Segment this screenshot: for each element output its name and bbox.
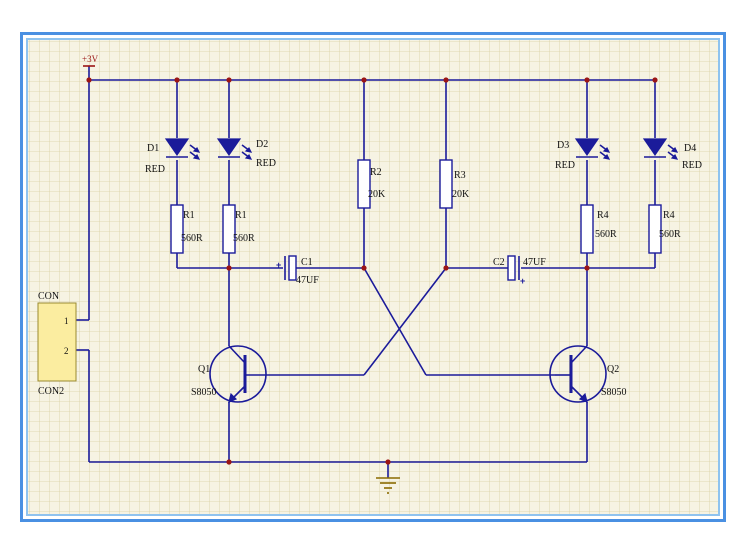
junction-nodes: [86, 77, 658, 465]
capacitor-c1-ref: C1: [301, 257, 313, 268]
connector-pin-1: 1: [64, 316, 69, 326]
resistor-r1-left-ref: R1: [183, 210, 195, 221]
sheet-border-outer: [20, 32, 726, 522]
svg-text:+: +: [276, 260, 281, 270]
connector-name: CON2: [38, 386, 64, 397]
resistor-r1-right-value: 560R: [233, 233, 255, 244]
capacitor-c2-value: 47UF: [523, 257, 546, 268]
led-d3-value: RED: [555, 160, 575, 171]
resistor-r3-ref: R3: [454, 170, 466, 181]
capacitor-c2-ref: C2: [493, 257, 505, 268]
transistor-q2-value: S8050: [601, 387, 627, 398]
transistor-q2: Q2 S8050: [549, 342, 627, 406]
power-label: +3V: [82, 54, 99, 64]
led-d1-value: RED: [145, 164, 165, 175]
connector-body: [37, 302, 77, 382]
resistor-r4-left: R4 560R: [580, 204, 617, 254]
resistor-r3-value: 20K: [452, 189, 470, 200]
led-d2-ref: D2: [256, 139, 268, 150]
transistor-q2-ref: Q2: [607, 364, 619, 375]
resistor-r2: R2 20K: [357, 159, 386, 209]
led-d1-ref: D1: [147, 143, 159, 154]
resistor-r3: R3 20K: [439, 159, 470, 209]
resistor-r1-right: R1 560R: [222, 204, 255, 254]
resistor-r4-left-value: 560R: [595, 229, 617, 240]
transistor-q1-ref: Q1: [198, 364, 210, 375]
transistor-q1-value: S8050: [191, 387, 217, 398]
resistor-r4-right-ref: R4: [663, 210, 675, 221]
led-d4: D4 RED: [642, 138, 702, 171]
grid-lines: [28, 40, 718, 514]
resistor-r2-ref: R2: [370, 167, 382, 178]
transistor-q1: Q1 S8050: [191, 342, 267, 406]
sheet-border-inner: [26, 38, 720, 516]
capacitor-c1: + C1 47UF: [276, 255, 319, 286]
led-d4-ref: D4: [684, 143, 696, 154]
led-d2: D2 RED: [216, 138, 276, 169]
capacitor-c1-value: 47UF: [296, 275, 319, 286]
connector-title: CON: [38, 291, 59, 302]
led-d3-ref: D3: [557, 140, 569, 151]
capacitor-c2: + C2 47UF: [493, 255, 546, 286]
led-d4-value: RED: [682, 160, 702, 171]
svg-text:+: +: [520, 276, 525, 286]
led-d1: D1 RED: [145, 138, 201, 175]
ground-symbol: [376, 477, 400, 494]
resistor-r1-left-value: 560R: [181, 233, 203, 244]
led-d2-value: RED: [256, 158, 276, 169]
resistor-r2-value: 20K: [368, 189, 386, 200]
resistor-r1-right-ref: R1: [235, 210, 247, 221]
resistor-r4-right: R4 560R: [648, 204, 681, 254]
resistor-r4-left-ref: R4: [597, 210, 609, 221]
resistor-r4-right-value: 560R: [659, 229, 681, 240]
connector-con2: CON CON2 1 2: [37, 291, 77, 397]
led-d3: D3 RED: [555, 138, 611, 171]
connector-pin-2: 2: [64, 346, 69, 356]
resistor-r1-left: R1 560R: [170, 204, 203, 254]
